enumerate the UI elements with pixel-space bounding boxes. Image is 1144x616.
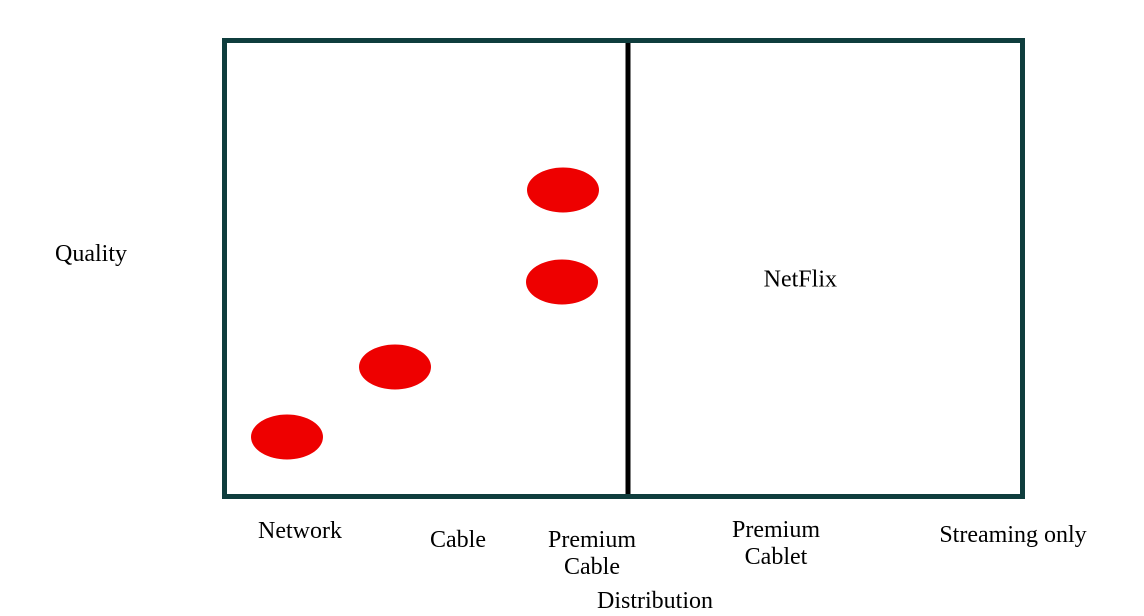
netflix-annotation: NetFlix [763,266,837,293]
x-axis-title: Distribution [596,588,714,614]
plot-area: NetFlix [222,38,1025,499]
x-axis-category-label: Network [258,518,342,545]
x-axis-category-label: Streaming only [939,522,1086,549]
x-axis-category-label: Cable [430,527,486,554]
data-point-ellipse [527,167,600,213]
data-point-ellipse [359,344,432,390]
data-point-ellipse [251,414,324,460]
x-axis-category-label-line: Premium [732,517,820,543]
x-axis-category-label-line: Premium [548,527,636,553]
x-axis-category-label-line: Cablet [744,544,808,570]
y-axis-label: Quality [55,241,127,267]
x-axis-category-label-line: Streaming only [939,522,1087,548]
data-point-ellipse [525,259,598,305]
x-axis-category-label-line: Cable [564,554,620,580]
x-axis-category-label-line: Cable [430,527,486,553]
vertical-divider-line [625,43,631,494]
x-axis-category-label-line: Network [258,518,342,544]
